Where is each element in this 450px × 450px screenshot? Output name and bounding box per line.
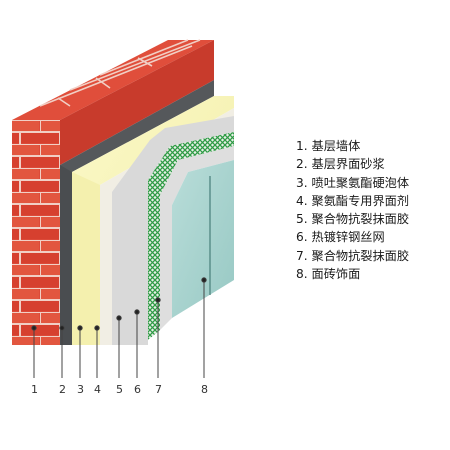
brick-wall-top xyxy=(12,40,214,120)
base-interface-mortar-layer xyxy=(60,80,214,345)
callout-5: 5 xyxy=(116,383,123,396)
base-interface-mortar-face xyxy=(60,165,72,345)
polyurethane-foam-face xyxy=(72,172,100,345)
callout-3: 3 xyxy=(77,383,84,396)
brick-wall-side xyxy=(60,40,214,165)
anticrack-render-outer-layer xyxy=(160,146,234,330)
legend-item-1: 1. 基层墙体 xyxy=(296,139,361,153)
tile-finish-layer xyxy=(172,160,234,318)
brick-wall xyxy=(12,39,214,345)
legend-item-2: 2. 基层界面砂浆 xyxy=(296,157,385,172)
callout-8: 8 xyxy=(201,383,208,396)
legend-item-8: 8. 面砖饰面 xyxy=(296,267,361,282)
polyurethane-foam-layer xyxy=(72,96,234,345)
callout-6: 6 xyxy=(134,383,141,396)
callout-4: 4 xyxy=(94,383,101,396)
brick-top-joints xyxy=(39,39,201,107)
legend-item-5: 5. 聚合物抗裂抹面胶 xyxy=(296,212,410,227)
legend-item-6: 6. 热镀锌钢丝网 xyxy=(296,230,385,245)
legend-item-3: 3. 喷吐聚氨酯硬泡体 xyxy=(296,175,410,190)
callout-1: 1 xyxy=(31,383,38,396)
brick-wall-face xyxy=(12,120,60,345)
legend-item-4: 4. 聚氨酯专用界面剂 xyxy=(296,193,410,208)
callout-7: 7 xyxy=(155,383,162,396)
legend-item-7: 7. 聚合物抗裂抹面胶 xyxy=(296,248,410,263)
callout-2: 2 xyxy=(59,383,66,396)
steel-mesh-layer xyxy=(148,132,234,340)
layer-legend: 1. 基层墙体 2. 基层界面砂浆 3. 喷吐聚氨酯硬泡体 4. 聚氨酯专用界面… xyxy=(296,137,409,283)
leader-lines xyxy=(31,277,207,378)
callout-numbers: 1 2 3 4 5 6 7 8 xyxy=(31,383,208,396)
anticrack-render-inner-layer xyxy=(112,116,234,345)
